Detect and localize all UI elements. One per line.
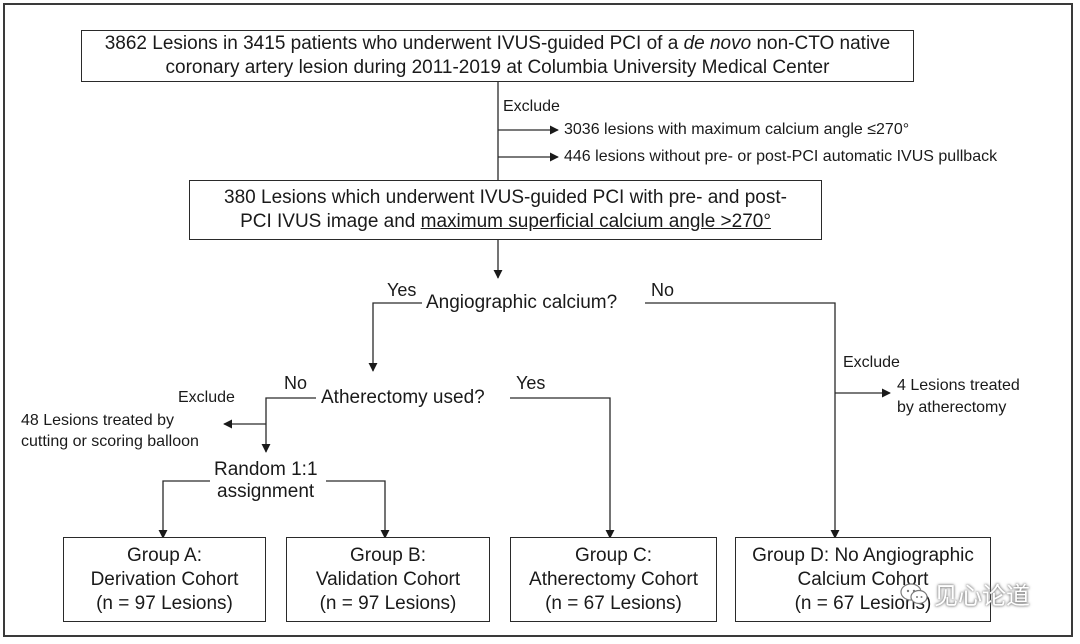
group-a-cohort: Derivation Cohort <box>90 568 239 590</box>
group-b-cohort: Validation Cohort <box>315 568 461 590</box>
figure-frame <box>3 3 1073 637</box>
exclude-balloon-line1: 48 Lesions treated by <box>21 412 174 429</box>
exclude-atherectomy-line1: 4 Lesions treated <box>897 377 1020 394</box>
atherectomy-yes-label: Yes <box>516 373 546 393</box>
group-b-box: Group B: Validation Cohort (n = 97 Lesio… <box>286 537 490 622</box>
atherectomy-no-label: No <box>284 373 308 393</box>
group-c-box: Group C: Atherectomy Cohort (n = 67 Lesi… <box>510 537 717 622</box>
random-assignment-line1: Random 1:1 <box>214 459 318 480</box>
eligible-lesions-line1: 380 Lesions which underwent IVUS-guided … <box>224 187 787 208</box>
random-assignment-line2: assignment <box>217 481 315 502</box>
group-a-title: Group A: <box>127 544 202 566</box>
exclude-item-no-pullback: 446 lesions without pre- or post-PCI aut… <box>564 148 998 165</box>
group-d-count: (n = 67 Lesions) <box>794 592 932 614</box>
watermark: 见心论道 <box>900 576 1030 611</box>
initial-cohort-line2: coronary artery lesion during 2011-2019 … <box>165 57 830 78</box>
de-novo-italic: de novo <box>683 33 752 54</box>
group-c-title: Group C: <box>574 544 653 566</box>
group-d-cohort: Calcium Cohort <box>797 568 929 590</box>
group-d-title: Group D: No Angiographic <box>752 544 974 566</box>
exclude-balloon-line2: cutting or scoring balloon <box>21 433 199 450</box>
exclude-label-left: Exclude <box>178 389 235 406</box>
group-a-box: Group A: Derivation Cohort (n = 97 Lesio… <box>63 537 266 622</box>
exclude-atherectomy-line2: by atherectomy <box>897 399 1007 416</box>
exclude-label-right: Exclude <box>843 354 900 371</box>
initial-cohort-text-b: non-CTO native <box>751 33 891 54</box>
calcium-no-label: No <box>651 280 675 300</box>
atherectomy-question: Atherectomy used? <box>321 387 485 408</box>
calcium-yes-label: Yes <box>387 280 417 300</box>
calcium-question: Angiographic calcium? <box>426 292 618 313</box>
group-b-count: (n = 97 Lesions) <box>319 592 457 614</box>
group-c-count: (n = 67 Lesions) <box>545 592 682 614</box>
group-a-count: (n = 97 Lesions) <box>96 592 233 614</box>
calcium-angle-criterion: maximum superficial calcium angle >270° <box>420 211 771 232</box>
initial-cohort-text-a: 3862 Lesions in 3415 patients who underw… <box>104 33 684 54</box>
wechat-icon <box>900 582 928 604</box>
initial-cohort-box: 3862 Lesions in 3415 patients who underw… <box>81 30 914 82</box>
group-c-cohort: Atherectomy Cohort <box>529 568 698 590</box>
group-b-title: Group B: <box>349 544 427 566</box>
group-d-box: Group D: No Angiographic Calcium Cohort … <box>735 537 991 622</box>
eligible-lesions-line2: PCI IVUS image and maximum superficial c… <box>240 210 771 234</box>
exclude-label-top: Exclude <box>503 98 560 115</box>
watermark-text: 见心论道 <box>934 583 1030 610</box>
exclude-item-calcium-angle: 3036 lesions with maximum calcium angle … <box>564 121 910 138</box>
initial-cohort-line1: 3862 Lesions in 3415 patients who underw… <box>105 32 891 56</box>
eligible-lesions-box: 380 Lesions which underwent IVUS-guided … <box>189 180 822 240</box>
eligible-lesions-text: PCI IVUS image and <box>240 211 421 232</box>
